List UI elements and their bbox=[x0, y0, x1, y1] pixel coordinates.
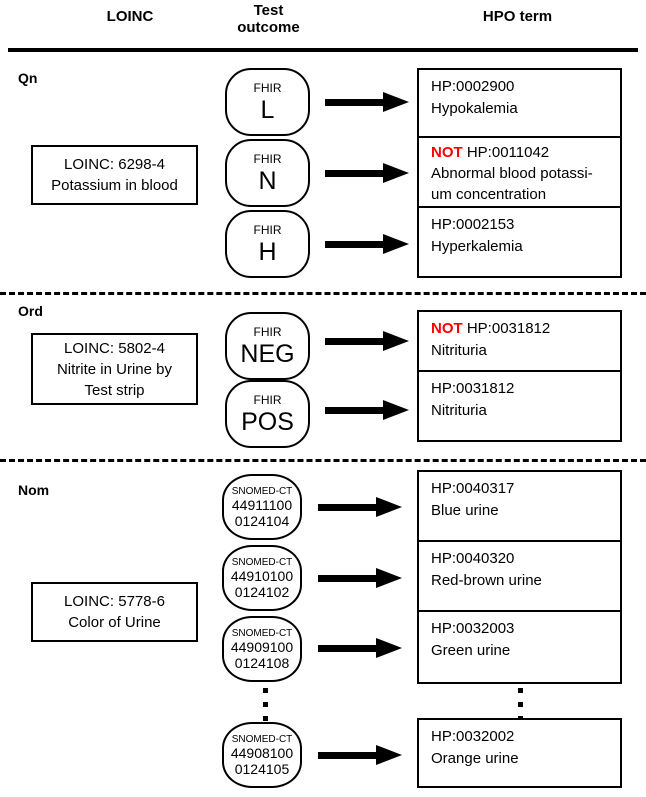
loinc-name: Potassium in blood bbox=[51, 177, 178, 194]
hpo-label: Abnormal blood potassi- um concentration bbox=[431, 165, 593, 203]
scale-label-qn: Qn bbox=[18, 70, 38, 86]
section-separator-2 bbox=[0, 459, 646, 462]
mapping-arrow-nom-orange bbox=[318, 745, 406, 765]
outcome-code-line1: 44911100 bbox=[231, 496, 293, 513]
loinc-code: LOINC: 5778-6 bbox=[64, 593, 165, 610]
hpo-box-green-urine: HP:0032003 Green urine bbox=[417, 612, 622, 684]
hpo-label: Blue urine bbox=[431, 502, 499, 519]
hpo-box-hypokalemia: HP:0002900 Hypokalemia bbox=[417, 68, 622, 138]
hpo-id-line: NOT HP:0031812 bbox=[431, 318, 620, 340]
coding-system-label: SNOMED-CT bbox=[231, 627, 293, 639]
hpo-label: Hypokalemia bbox=[431, 100, 518, 117]
outcome-code-line2: 0124104 bbox=[234, 512, 290, 529]
coding-system-label: FHIR bbox=[253, 151, 282, 166]
column-header-test-outcome-line1: Test bbox=[253, 2, 284, 19]
mapping-arrow-ord-neg bbox=[325, 331, 413, 351]
outcome-code: L bbox=[260, 95, 275, 124]
coding-system-label: FHIR bbox=[253, 222, 282, 237]
hpo-id: HP:0040317 bbox=[431, 480, 515, 497]
hpo-id: HP:0031812 bbox=[466, 320, 551, 337]
hpo-label: Green urine bbox=[431, 642, 511, 659]
loinc-code: LOINC: 6298-4 bbox=[64, 156, 165, 173]
column-header-test-outcome-line2: outcome bbox=[237, 19, 300, 36]
coding-system-label: SNOMED-CT bbox=[231, 485, 293, 497]
hpo-label: Red-brown urine bbox=[431, 572, 542, 589]
coding-system-label: FHIR bbox=[253, 80, 282, 95]
outcome-node-fhir-h: FHIR H bbox=[225, 210, 310, 278]
outcome-code-line2: 0124105 bbox=[234, 760, 290, 777]
hpo-id: HP:0031812 bbox=[431, 380, 515, 397]
coding-system-label: FHIR bbox=[253, 392, 282, 407]
mapping-arrow-qn-l bbox=[325, 92, 413, 112]
mapping-arrow-nom-red-brown bbox=[318, 568, 406, 588]
outcome-node-snomed-44909100124108: SNOMED-CT 44909100 0124108 bbox=[222, 616, 302, 682]
outcome-node-fhir-l: FHIR L bbox=[225, 68, 310, 136]
outcome-code: H bbox=[258, 237, 277, 266]
mapping-arrow-nom-blue bbox=[318, 497, 406, 517]
negation-marker: NOT bbox=[431, 144, 463, 161]
scale-label-nom: Nom bbox=[18, 482, 50, 498]
column-header-test-outcome: Test outcome bbox=[206, 2, 331, 36]
hpo-label: Nitrituria bbox=[431, 402, 487, 419]
hpo-id: HP:0032003 bbox=[431, 620, 515, 637]
hpo-label: Orange urine bbox=[431, 750, 519, 767]
outcome-code-line1: 44908100 bbox=[230, 744, 294, 761]
header-rule bbox=[8, 48, 638, 52]
hpo-box-orange-urine: HP:0032002 Orange urine bbox=[417, 718, 622, 788]
outcome-node-snomed-44910100124102: SNOMED-CT 44910100 0124102 bbox=[222, 545, 302, 611]
scale-label-ord: Ord bbox=[18, 303, 43, 319]
hpo-id: HP:0002900 bbox=[431, 78, 515, 95]
loinc-name: Nitrite in Urine by Test strip bbox=[56, 360, 173, 399]
hpo-id-line: NOT HP:0011042 bbox=[431, 142, 620, 163]
mapping-arrow-qn-n bbox=[325, 163, 413, 183]
section-separator-1 bbox=[0, 292, 646, 295]
outcome-code-line1: 44909100 bbox=[230, 638, 294, 655]
outcome-code: N bbox=[258, 166, 277, 195]
coding-system-label: FHIR bbox=[253, 324, 282, 339]
hpo-id: HP:0002153 bbox=[431, 216, 515, 233]
hpo-box-abnormal-blood-potassium: NOT HP:0011042 Abnormal blood potassi- u… bbox=[417, 138, 622, 208]
hpo-box-blue-urine: HP:0040317 Blue urine bbox=[417, 470, 622, 542]
mapping-arrow-qn-h bbox=[325, 234, 413, 254]
hpo-id: HP:0040320 bbox=[431, 550, 515, 567]
mapping-arrow-ord-pos bbox=[325, 400, 413, 420]
outcome-node-fhir-neg: FHIR NEG bbox=[225, 312, 310, 380]
hpo-box-hyperkalemia: HP:0002153 Hyperkalemia bbox=[417, 208, 622, 278]
negation-marker: NOT bbox=[431, 320, 463, 337]
outcome-node-snomed-44908100124105: SNOMED-CT 44908100 0124105 bbox=[222, 722, 302, 788]
mapping-arrow-nom-green bbox=[318, 638, 406, 658]
loinc-name: Color of Urine bbox=[68, 614, 161, 631]
hpo-box-red-brown-urine: HP:0040320 Red-brown urine bbox=[417, 542, 622, 612]
outcome-code-line2: 0124108 bbox=[234, 654, 290, 671]
loinc-box-qn: LOINC: 6298-4 Potassium in blood bbox=[31, 145, 198, 205]
outcome-code: NEG bbox=[240, 339, 295, 368]
loinc-box-ord: LOINC: 5802-4 Nitrite in Urine by Test s… bbox=[31, 333, 198, 405]
outcome-node-fhir-pos: FHIR POS bbox=[225, 380, 310, 448]
loinc-code: LOINC: 5802-4 bbox=[64, 339, 165, 357]
hpo-box-nitrituria-negated: NOT HP:0031812 Nitrituria bbox=[417, 310, 622, 372]
hpo-label: Nitrituria bbox=[431, 342, 487, 359]
hpo-id: HP:0011042 bbox=[466, 144, 550, 161]
outcome-code-line1: 44910100 bbox=[230, 567, 294, 584]
ellipsis-outcome-column bbox=[263, 688, 269, 730]
outcome-code: POS bbox=[241, 407, 294, 436]
hpo-box-nitrituria: HP:0031812 Nitrituria bbox=[417, 372, 622, 442]
outcome-node-fhir-n: FHIR N bbox=[225, 139, 310, 207]
hpo-id: HP:0032002 bbox=[431, 728, 515, 745]
coding-system-label: SNOMED-CT bbox=[231, 556, 293, 568]
column-header-hpo-term: HPO term bbox=[482, 8, 553, 25]
outcome-code-line2: 0124102 bbox=[234, 583, 290, 600]
loinc-box-nom: LOINC: 5778-6 Color of Urine bbox=[31, 582, 198, 642]
column-header-loinc: LOINC bbox=[106, 8, 154, 25]
outcome-node-snomed-44911100124104: SNOMED-CT 44911100 0124104 bbox=[222, 474, 302, 540]
coding-system-label: SNOMED-CT bbox=[231, 733, 293, 745]
hpo-label: Hyperkalemia bbox=[431, 238, 523, 255]
